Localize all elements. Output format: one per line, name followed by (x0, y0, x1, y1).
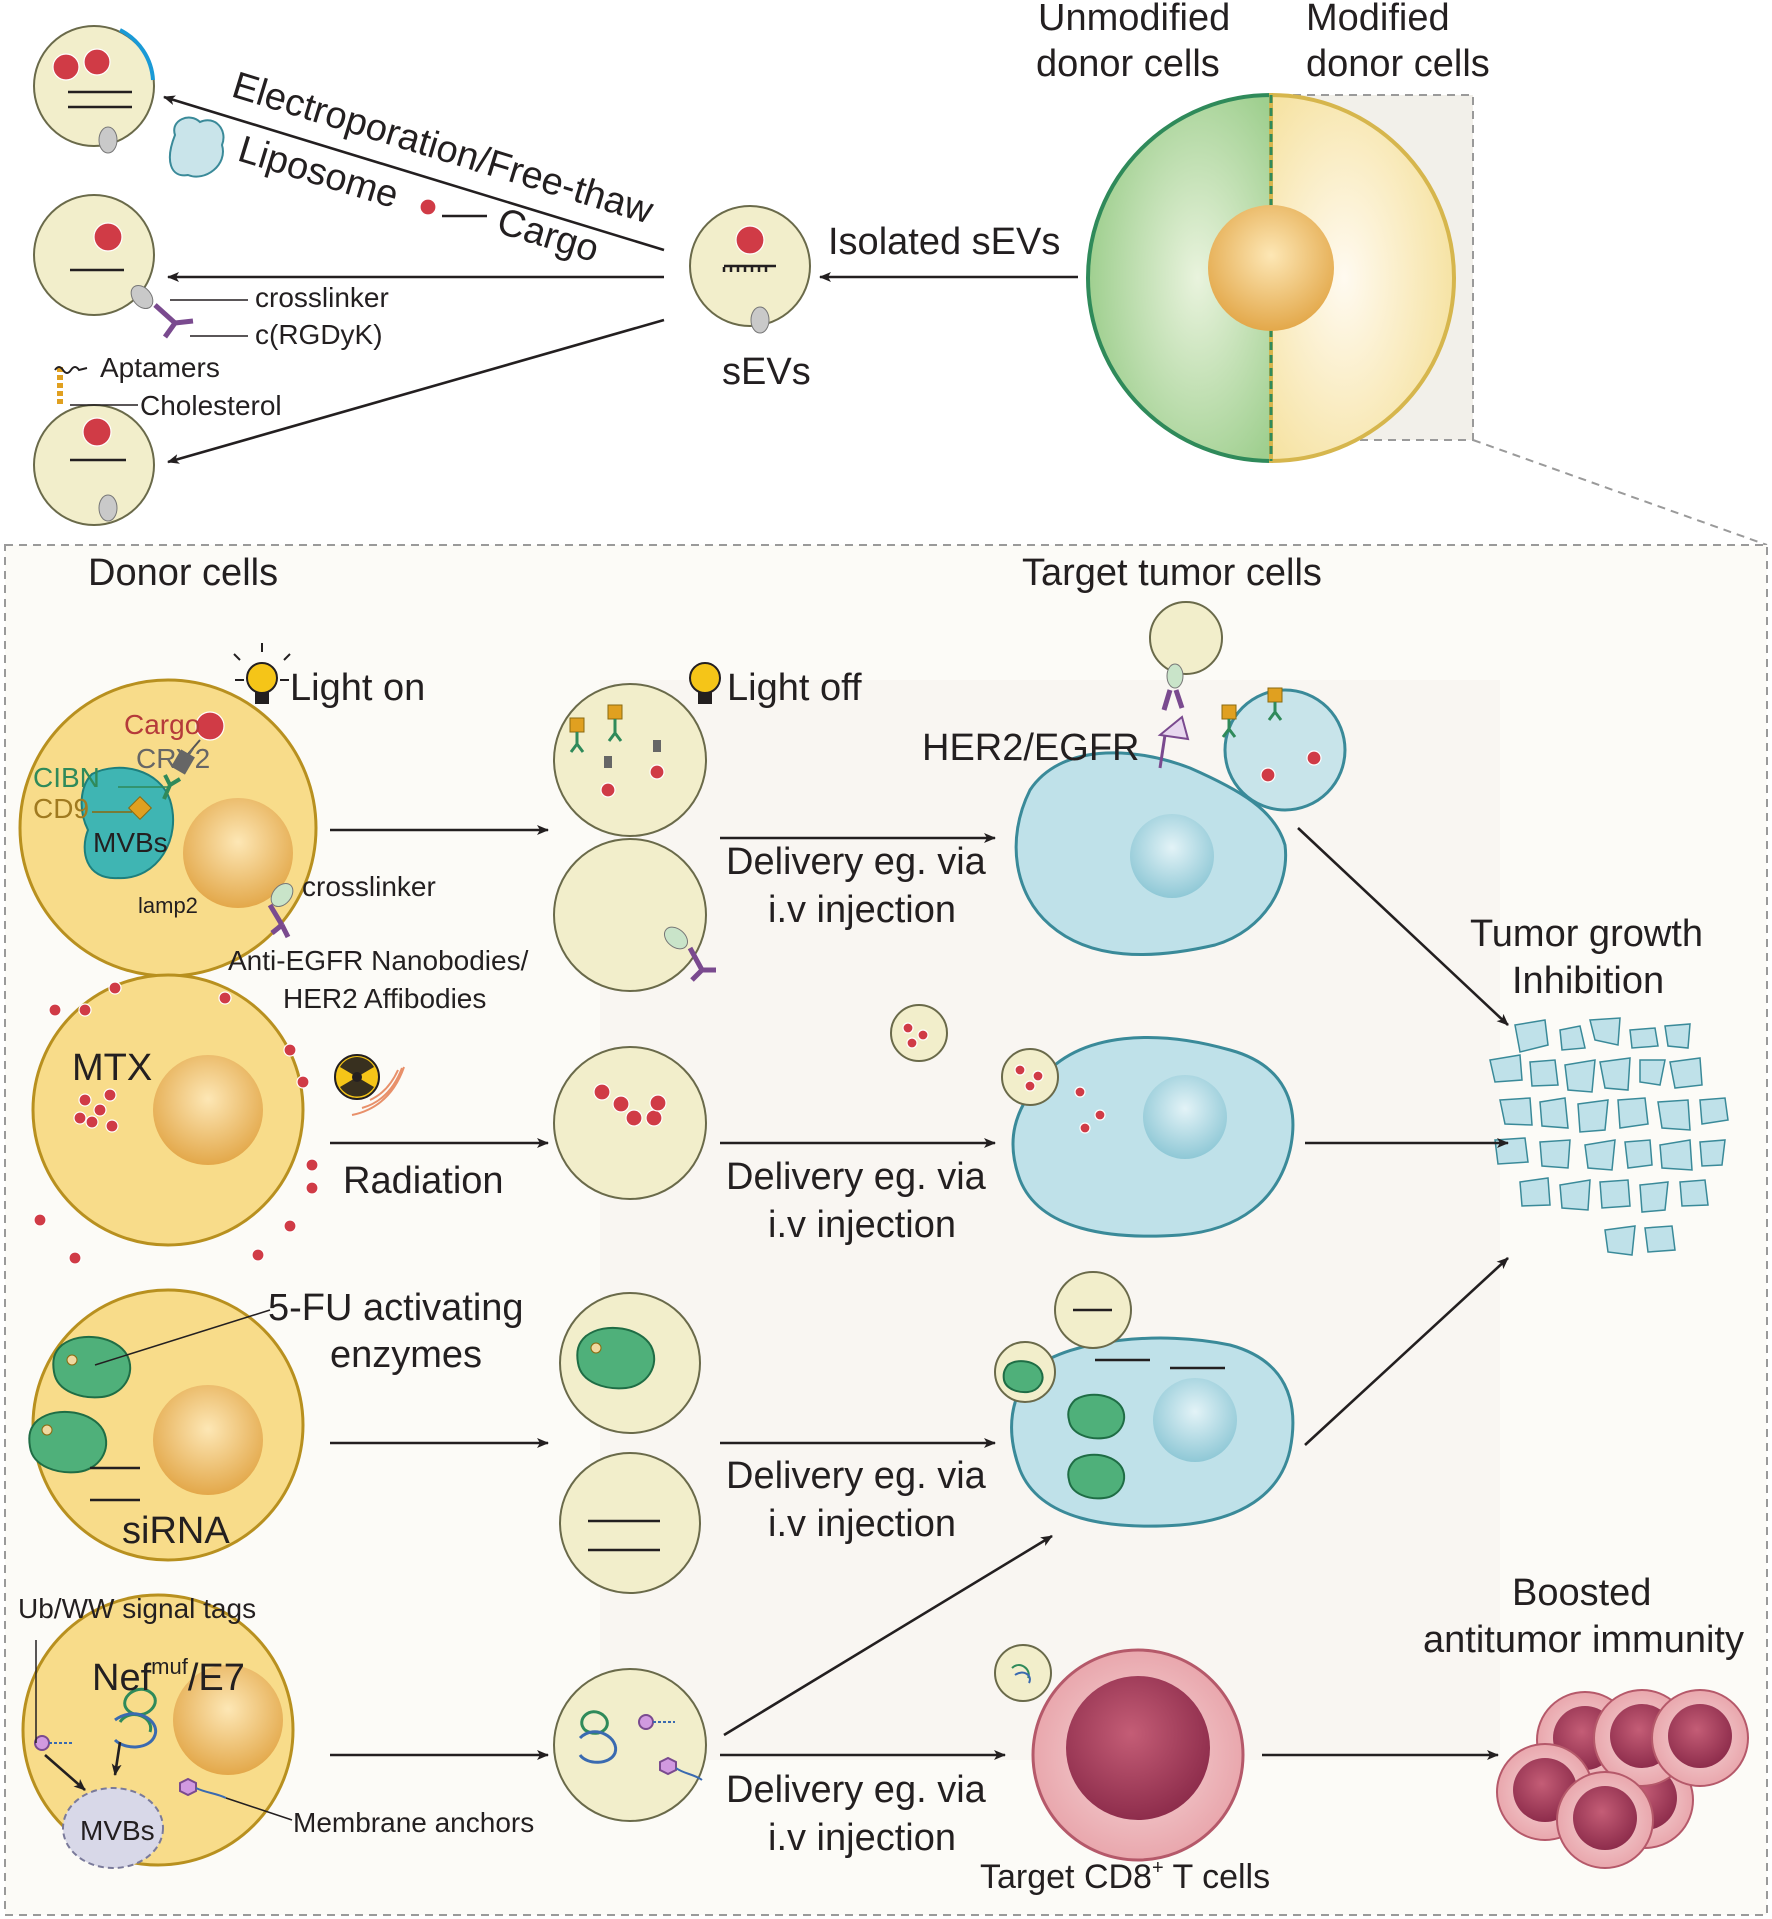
sev-row2 (553, 1046, 707, 1200)
membrane-label: Membrane anchors (293, 1807, 534, 1838)
delivery-row3-2: i.v injection (768, 1503, 956, 1545)
donor-cell-row3 (28, 1288, 305, 1562)
target-tumor-label: Target tumor cells (1022, 552, 1322, 594)
ub-label: Ub/WW signal tags (18, 1593, 256, 1624)
nanobodies-label-2: HER2 Affibodies (283, 983, 486, 1014)
bound-sev-row3-a (1054, 1271, 1132, 1349)
bound-sev-row2 (1001, 1048, 1059, 1106)
light-off-bulb-icon (689, 662, 721, 704)
row4-arrow-up (723, 1534, 1053, 1737)
sev-loaded-2 (33, 194, 194, 339)
delivery-row4-2: i.v injection (768, 1817, 956, 1859)
bound-sev-row1 (1221, 687, 1347, 812)
radiation-icon (334, 1054, 405, 1116)
sev-row1-b (553, 838, 716, 992)
tumor-cell-row2 (1011, 1036, 1295, 1238)
liposome-icon (168, 116, 225, 178)
fu-label-2: enzymes (330, 1334, 482, 1376)
donor-cell-row2 (31, 973, 305, 1247)
aptamer-arrow (167, 318, 665, 464)
cholesterol-label: Cholesterol (140, 390, 282, 421)
mtx-label: MTX (72, 1047, 152, 1089)
bound-sev-row3-b (994, 1341, 1056, 1403)
nef-label: Nefmuf/E7 (92, 1654, 245, 1699)
cd9-label: CD9 (33, 793, 89, 824)
fu-label-1: 5-FU activating (268, 1287, 524, 1329)
sev-loaded-1 (33, 25, 155, 154)
aptamers-label: Aptamers (100, 352, 220, 383)
electroporation-arrow (163, 95, 665, 252)
sirna-label: siRNA (122, 1510, 230, 1552)
modified-label-2: donor cells (1306, 43, 1490, 85)
sev-row3-b (559, 1452, 701, 1594)
row1-arrow-3 (1297, 827, 1509, 1026)
cargo-dot-icon (419, 198, 437, 216)
cry2-label: CRY2 (136, 743, 210, 774)
sev-loaded-3 (33, 366, 155, 526)
modified-label-1: Modified (1306, 0, 1450, 39)
tumor-cell-row1 (1014, 751, 1288, 956)
released-mtx-dots (33, 981, 319, 1265)
shattered-tumor-fragments (1489, 1017, 1729, 1256)
mvbs2-label: MVBs (80, 1815, 155, 1846)
delivery-row1-2: i.v injection (768, 889, 956, 931)
zoom-line-right (1472, 439, 1768, 546)
sev-row4 (553, 1668, 707, 1822)
light-off-label: Light off (727, 667, 862, 709)
boosted-label-1: Boosted (1512, 1572, 1651, 1614)
lamp2-label: lamp2 (138, 893, 198, 918)
isolated-label: Isolated sEVs (828, 221, 1060, 263)
cibn-label: CIBN (33, 762, 100, 793)
bound-sev-row4 (994, 1644, 1052, 1702)
delivery-row3-1: Delivery eg. via (726, 1455, 987, 1497)
crosslinker-label-panel: crosslinker (302, 871, 436, 902)
donor-cells-label: Donor cells (88, 552, 278, 594)
cd8-label: Target CD8+ T cells (980, 1857, 1270, 1896)
t-cell (1031, 1648, 1245, 1862)
cargo-red-label: Cargo (124, 709, 200, 740)
t-cell-cluster (1496, 1689, 1749, 1869)
radiation-label: Radiation (343, 1160, 504, 1202)
sev-center (689, 205, 811, 334)
tumor-inhibition-1: Tumor growth (1470, 913, 1703, 955)
tumor-cell-row3 (1010, 1336, 1295, 1528)
delivery-row2-1: Delivery eg. via (726, 1156, 987, 1198)
light-on-label: Light on (290, 667, 425, 709)
donor-cell-row1 (18, 678, 318, 978)
sev-row1-a (553, 683, 707, 837)
tumor-inhibition-2: Inhibition (1512, 960, 1664, 1002)
boosted-label-2: antitumor immunity (1423, 1619, 1744, 1661)
small-sev-row2 (890, 1004, 948, 1062)
light-on-bulb-icon (233, 643, 291, 704)
nanobodies-label-1: Anti-EGFR Nanobodies/ (228, 945, 529, 976)
her2-label: HER2/EGFR (922, 727, 1139, 769)
rgd-label: c(RGDyK) (255, 319, 383, 350)
sev-row3-a (559, 1292, 701, 1434)
approaching-sev-row1 (1149, 601, 1223, 769)
big-donor-cell (1086, 92, 1456, 464)
membrane-leader (225, 1797, 293, 1821)
row3-arrow-3 (1304, 1257, 1509, 1446)
donor-cell-row4 (21, 1593, 295, 1869)
crosslinker-label-top: crosslinker (255, 282, 389, 313)
sevs-label: sEVs (722, 351, 811, 393)
mvbs-label: MVBs (93, 827, 168, 858)
unmodified-label-1: Unmodified (1038, 0, 1230, 39)
delivery-row2-2: i.v injection (768, 1204, 956, 1246)
delivery-row4-1: Delivery eg. via (726, 1769, 987, 1811)
fu-leader (94, 1309, 271, 1366)
unmodified-label-2: donor cells (1036, 43, 1220, 85)
delivery-row1-1: Delivery eg. via (726, 841, 987, 883)
